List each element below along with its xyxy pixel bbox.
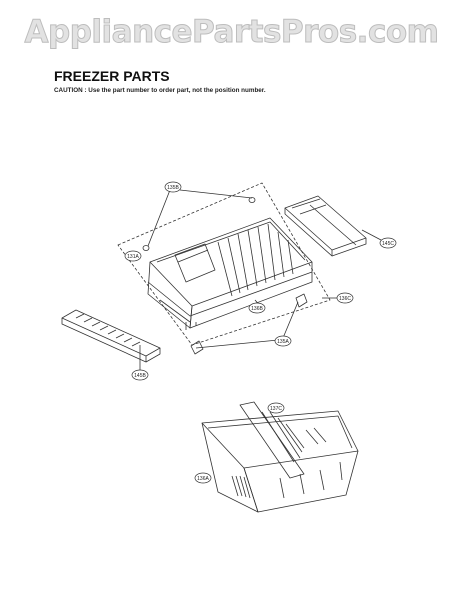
caution-note: CAUTION : Use the part number to order p… [54,87,266,94]
callout-131a [124,250,142,262]
callout-136b-label: 136B [251,306,263,312]
assembly-outline [117,182,331,346]
callout-135b [164,181,182,193]
callout-145c-label: 145C [382,241,394,247]
callout-136a-label: 136A [197,476,209,482]
callout-136c-label: 136C [339,296,351,302]
knob-left [142,245,150,251]
knob-top [248,197,256,203]
callout-136c [336,292,354,304]
freezer-basket [201,401,359,513]
callout-135a-label: 135A [277,339,289,345]
stopper-right [295,293,308,308]
callout-136b [248,302,266,314]
callout-136a [194,472,212,484]
rail-left [61,309,161,363]
callout-145b [131,369,149,381]
callout-145b-label: 145B [134,373,146,379]
callout-131a-label: 131A [127,254,139,260]
page-title: FREEZER PARTS [54,68,170,84]
callout-135b-label: 135B [167,185,179,191]
callout-135a [274,335,292,347]
callout-137c [267,402,285,414]
freezer-tray [147,217,313,330]
callout-137c-label: 137C [270,406,282,412]
callout-145c [379,237,397,249]
watermark-logo: AppliancePartsPros.com [24,14,439,51]
rail-right [284,195,367,257]
stopper-left [190,340,204,355]
